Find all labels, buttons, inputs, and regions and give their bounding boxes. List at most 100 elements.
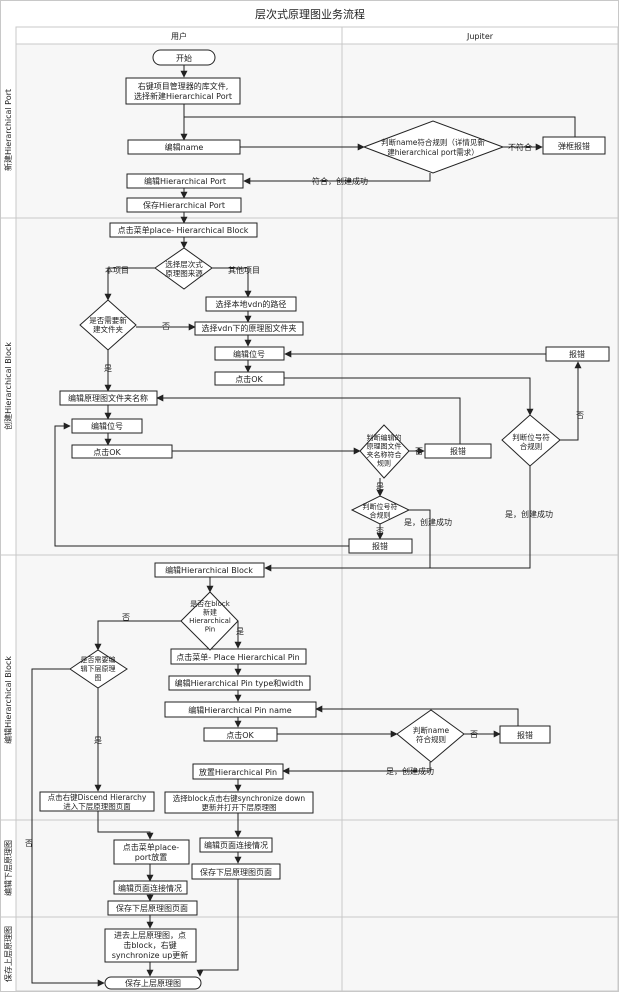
edit-lower-label: 是否需要编辑下层原理图 [81, 655, 116, 682]
save-port-step [126, 197, 242, 213]
edit-folder-name-label: 编辑原理图文件夹名称 [68, 393, 148, 403]
edit-refdes-step-a [214, 346, 285, 361]
error-box-4-label: 报错 [372, 541, 388, 551]
edge-label-no-5: 否 [122, 613, 130, 622]
refdes-rule-a-label: 判断位号符合规则 [512, 432, 550, 451]
folder-name-rule-decision [359, 424, 410, 479]
edge-label-other: 其他项目 [228, 265, 260, 275]
edit-name-step [127, 139, 241, 155]
start-label: 开始 [176, 53, 192, 63]
diagram-title: 层次式原理图业务流程 [255, 7, 365, 21]
lane-label-save-upper: 保存上层原理图 [3, 926, 13, 982]
click-ok-step-c [203, 727, 278, 742]
click-ok-step-b [71, 444, 173, 459]
name-rule-decision-1 [362, 120, 505, 174]
error-box-3-label: 报错 [450, 446, 466, 456]
error-box-4 [348, 538, 413, 554]
save-lower-a-label: 保存下层原理图页面 [200, 867, 272, 877]
select-vdn-path-step [205, 296, 297, 312]
block-source-label: 选择层次式原理图来源 [165, 259, 203, 278]
edit-block-step [154, 562, 265, 578]
refdes-rule-decision-b [350, 495, 411, 525]
edit-port-label: 编辑Hierarchical Port [144, 176, 226, 186]
edge-label-no-7: 否 [25, 839, 33, 848]
error-box-3 [424, 443, 492, 459]
new-folder-label: 是否需要新建文件夹 [89, 315, 127, 334]
edit-pin-type-label: 编辑Hierarchical Pin type和width [175, 678, 304, 688]
edge-label-local: 本项目 [105, 265, 129, 275]
place-pin-done-step [192, 763, 284, 780]
edit-folder-name-step [59, 390, 158, 406]
folder-name-rule-label: 判断编辑的原理图文件夹名称符合规则 [367, 433, 402, 468]
start-node [152, 49, 216, 66]
new-port-step [125, 77, 241, 105]
edge-label-match-ok: 符合，创建成功 [312, 176, 368, 186]
place-pin-done-label: 放置Hierarchical Pin [199, 767, 277, 777]
click-ok-b-label: 点击OK [93, 447, 121, 457]
save-upper-node [104, 976, 202, 990]
edit-pin-type-step [168, 675, 311, 691]
edge-label-yes-ok-1: 是，创建成功 [505, 509, 553, 519]
edge-label-yes-3: 是 [236, 627, 244, 636]
edit-lower-decision [69, 649, 128, 689]
edge-label-yes-1: 是 [104, 364, 112, 373]
refdes-rule-b-label: 判断位号符合规则 [363, 502, 398, 520]
edge-label-yes-ok-2: 是，创建成功 [404, 517, 452, 527]
place-port-step [113, 839, 190, 865]
edit-refdes-b-label: 编辑位号 [91, 421, 123, 431]
block-source-decision [154, 247, 213, 290]
save-port-label: 保存Hierarchical Port [143, 200, 225, 210]
save-lower-step-b [107, 900, 198, 916]
click-ok-step-a [214, 371, 285, 386]
click-ok-c-label: 点击OK [226, 730, 254, 740]
edge-label-no-6: 否 [470, 730, 478, 739]
refdes-rule-decision-a [501, 414, 561, 467]
lane-label-create-block: 创建Hierarchical Block [3, 342, 13, 430]
edge-label-no-4: 否 [376, 527, 384, 536]
edit-name-label: 编辑name [165, 142, 204, 152]
edge-labels: 不符合 符合，创建成功 本项目 其他项目 否 是 否 是，创建成功 否 是 否 … [25, 142, 584, 848]
edit-pin-name-label: 编辑Hierarchical Pin name [188, 705, 291, 715]
edge-label-no-1: 否 [162, 322, 170, 331]
place-pin-label: 点击菜单- Place Hierarchical Pin [176, 652, 299, 662]
error-box-2-label: 报错 [569, 349, 585, 359]
name-rule-label-1: 判断name符合规则（详情见新建hierarchical port需求） [381, 137, 485, 157]
click-ok-a-label: 点击OK [235, 374, 263, 384]
sync-down-step [164, 791, 314, 814]
edge-label-yes-ok-3: 是，创建成功 [386, 766, 434, 776]
new-folder-decision [79, 299, 137, 351]
select-vdn-path-label: 选择本地vdn的路径 [216, 299, 287, 309]
name-rule-decision-2 [396, 709, 465, 763]
edit-pin-name-step [164, 701, 317, 718]
edge-label-no-3: 否 [415, 447, 423, 456]
error-box-5 [499, 725, 551, 744]
edge-label-yes-4: 是 [94, 736, 102, 745]
decision-nodes [69, 120, 561, 763]
lane-label-hier-port: 新建Hierarchical Port [3, 89, 13, 171]
edit-refdes-step-b [71, 418, 143, 434]
column-header-jupiter: Jupiter [466, 32, 494, 41]
place-block-step [109, 222, 258, 238]
edge-label-nomatch: 不符合 [508, 142, 532, 152]
place-block-label: 点击菜单place- Hierarchical Block [118, 225, 249, 235]
column-header-user: 用户 [171, 31, 187, 41]
new-port-label: 右键项目管理器的库文件,选择新建Hierarchical Port [134, 81, 232, 101]
save-lower-b-label: 保存下层原理图页面 [116, 903, 188, 913]
error-box-2 [545, 346, 610, 362]
lane-label-edit-lower: 编辑下层原理图 [3, 840, 13, 896]
save-upper-label: 保存上层原理图 [125, 978, 181, 988]
error-box-5-label: 报错 [517, 730, 533, 740]
edit-connection-step-b [113, 880, 188, 895]
edge-label-no-2: 否 [576, 411, 584, 420]
lane-label-edit-block: 编辑Hierarchical Block [3, 656, 13, 744]
error-popup-1-label: 弹框报错 [558, 141, 590, 151]
process-nodes [39, 49, 610, 990]
connectors [31, 65, 582, 987]
sync-up-step [104, 928, 197, 963]
